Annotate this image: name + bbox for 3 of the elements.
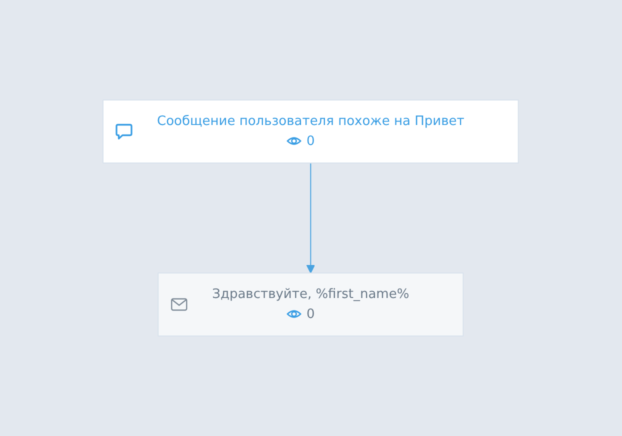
node-box: Здравствуйте, %first_name% 0 — [158, 272, 464, 336]
arrow — [306, 162, 316, 274]
node-box: Сообщение пользователя похоже на Привет 0 — [102, 100, 520, 164]
